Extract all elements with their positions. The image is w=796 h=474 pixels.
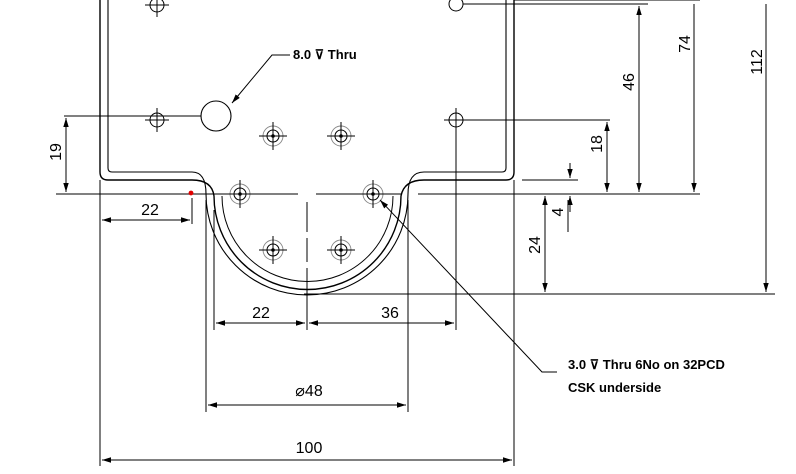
dim-text-22-bottom: 22 <box>252 305 270 322</box>
leader-small-holes <box>379 199 557 373</box>
dim-text-74: 74 <box>677 35 694 53</box>
csk-hole-5 <box>259 236 287 264</box>
plain-holes <box>145 0 648 132</box>
note-small-holes-line2: CSK underside <box>568 380 661 395</box>
csk-hole-1 <box>259 122 287 150</box>
dim-text-19: 19 <box>48 143 65 161</box>
dimension-lines <box>63 4 769 463</box>
hole-top-right <box>448 0 648 12</box>
note-small-holes-line1: 3.0 ⊽ Thru 6No on 32PCD <box>568 357 725 372</box>
extension-lines <box>99 132 569 466</box>
leader-notes: 8.0 ⊽ Thru 3.0 ⊽ Thru 6No on 32PCD CSK u… <box>231 47 725 395</box>
dim-text-36: 36 <box>381 305 399 322</box>
hole-left <box>145 108 169 132</box>
datum-lines <box>56 0 775 330</box>
hole-large-8mm <box>200 100 232 132</box>
hole-top-left <box>145 0 169 17</box>
countersunk-holes <box>226 122 387 264</box>
csk-hole-6 <box>327 236 355 264</box>
dimension-texts: 74 112 46 19 18 4 24 22 22 36 ⌀48 100 <box>48 35 766 457</box>
dim-text-100: 100 <box>296 440 323 457</box>
leader-large-hole <box>231 54 290 104</box>
dim-text-46: 46 <box>621 73 638 91</box>
note-large-hole: 8.0 ⊽ Thru <box>293 47 357 62</box>
dim-text-18: 18 <box>589 135 606 153</box>
dim-text-48: ⌀48 <box>295 383 323 400</box>
dim-text-22-left: 22 <box>141 202 159 219</box>
red-marker <box>188 190 194 196</box>
dim-text-24: 24 <box>527 236 544 254</box>
csk-hole-2 <box>327 122 355 150</box>
dim-text-112: 112 <box>749 49 766 75</box>
dim-text-4: 4 <box>550 207 567 216</box>
